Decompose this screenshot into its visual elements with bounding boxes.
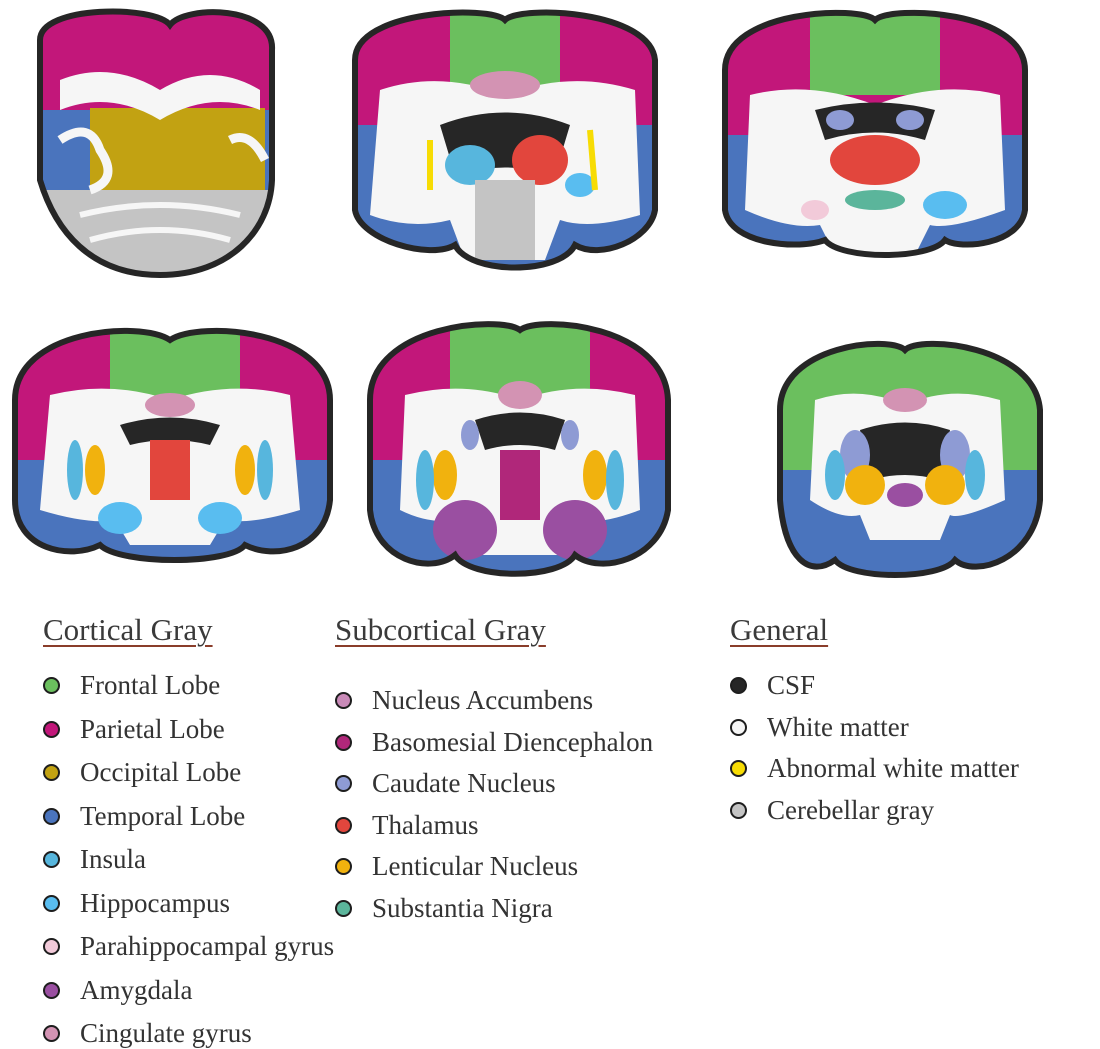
legend-label: Cerebellar gray — [767, 797, 934, 824]
brain-slice-5 — [360, 310, 680, 590]
legend-item: White matter — [730, 714, 909, 741]
legend-item: Basomesial Diencephalon — [335, 729, 653, 756]
brain-slice-4 — [0, 310, 340, 580]
legend-label: Parietal Lobe — [80, 716, 225, 743]
legend-label: Hippocampus — [80, 890, 230, 917]
legend-item: Insula — [43, 846, 146, 873]
coronal-brain-slices — [0, 0, 1100, 600]
legend-label: Basomesial Diencephalon — [372, 729, 653, 756]
color-swatch-icon — [43, 1025, 60, 1042]
legend-label: Temporal Lobe — [80, 803, 245, 830]
legend-item: Substantia Nigra — [335, 895, 553, 922]
color-swatch-icon — [730, 719, 747, 736]
legend-title-subcortical: Subcortical Gray — [335, 612, 546, 648]
color-swatch-icon — [43, 938, 60, 955]
legend-item: Cingulate gyrus — [43, 1020, 252, 1047]
brain-slice-2 — [340, 0, 670, 268]
legend-item: Abnormal white matter — [730, 755, 1019, 782]
legend-item: Frontal Lobe — [43, 672, 220, 699]
legend-title-general: General — [730, 612, 828, 648]
legend-label: Parahippocampal gyrus — [80, 933, 334, 960]
color-swatch-icon — [335, 817, 352, 834]
legend-item: Caudate Nucleus — [335, 770, 556, 797]
legend-label: White matter — [767, 714, 909, 741]
legend-item: Cerebellar gray — [730, 797, 934, 824]
legend-item: Parahippocampal gyrus — [43, 933, 334, 960]
color-swatch-icon — [335, 858, 352, 875]
legend-item: Parietal Lobe — [43, 716, 225, 743]
legend-item: Occipital Lobe — [43, 759, 241, 786]
color-swatch-icon — [335, 692, 352, 709]
color-swatch-icon — [43, 808, 60, 825]
legend-item: Hippocampus — [43, 890, 230, 917]
legend-label: Nucleus Accumbens — [372, 687, 593, 714]
legend-label: Occipital Lobe — [80, 759, 241, 786]
brain-slice-3 — [710, 0, 1040, 265]
legend-label: Frontal Lobe — [80, 672, 220, 699]
color-swatch-icon — [730, 760, 747, 777]
legend-item: Thalamus — [335, 812, 478, 839]
color-swatch-icon — [43, 764, 60, 781]
color-swatch-icon — [335, 775, 352, 792]
legend-label: Caudate Nucleus — [372, 770, 556, 797]
legend-item: Nucleus Accumbens — [335, 687, 593, 714]
color-swatch-icon — [43, 851, 60, 868]
legend-item: Amygdala — [43, 977, 192, 1004]
color-swatch-icon — [43, 721, 60, 738]
color-swatch-icon — [43, 895, 60, 912]
legend-label: Substantia Nigra — [372, 895, 553, 922]
color-swatch-icon — [335, 900, 352, 917]
color-swatch-icon — [43, 677, 60, 694]
brain-slice-1 — [30, 0, 290, 290]
legend-label: Cingulate gyrus — [80, 1020, 252, 1047]
legend-label: Abnormal white matter — [767, 755, 1019, 782]
color-swatch-icon — [43, 982, 60, 999]
legend-item: Temporal Lobe — [43, 803, 245, 830]
legend-item: Lenticular Nucleus — [335, 853, 578, 880]
color-swatch-icon — [335, 734, 352, 751]
legend-label: CSF — [767, 672, 815, 699]
legend-label: Lenticular Nucleus — [372, 853, 578, 880]
legend-label: Amygdala — [80, 977, 192, 1004]
color-swatch-icon — [730, 677, 747, 694]
legend-label: Thalamus — [372, 812, 478, 839]
legend-item: CSF — [730, 672, 815, 699]
brain-slice-6 — [770, 330, 1050, 590]
color-swatch-icon — [730, 802, 747, 819]
legend-title-cortical: Cortical Gray — [43, 612, 213, 648]
legend-label: Insula — [80, 846, 146, 873]
